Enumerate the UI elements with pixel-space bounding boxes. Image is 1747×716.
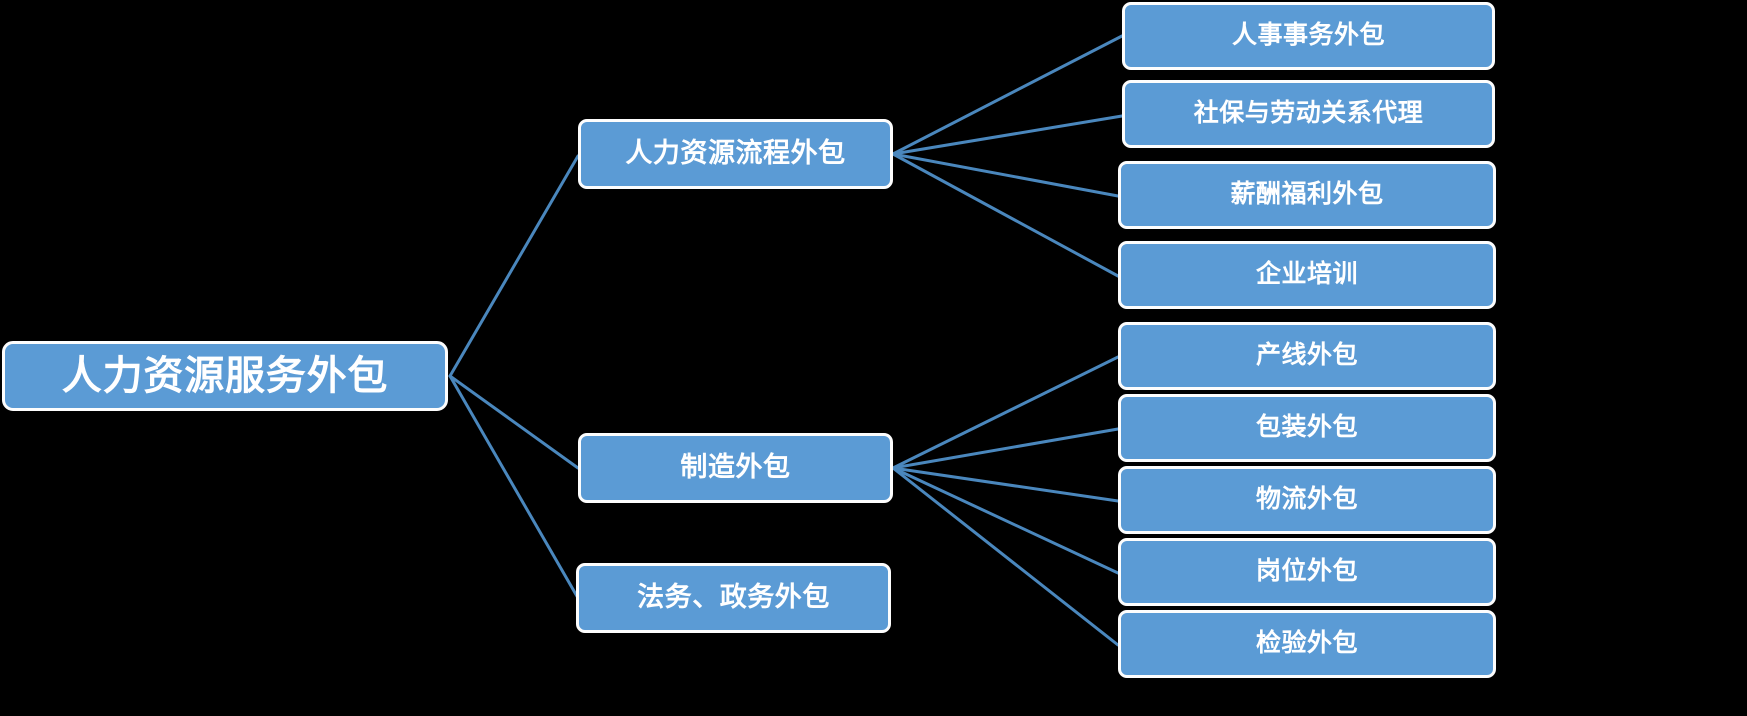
node-leaf-logistics-label: 物流外包	[1255, 485, 1358, 514]
node-leaf-position[interactable]: 岗位外包	[1118, 538, 1496, 606]
node-leaf-packaging-label: 包装外包	[1255, 413, 1358, 442]
connector-manufacturing-to-position	[891, 466, 1120, 575]
node-leaf-production-line[interactable]: 产线外包	[1118, 322, 1496, 390]
connector-manufacturing-to-logistics	[891, 466, 1120, 503]
node-branch-hr-process-label: 人力资源流程外包	[625, 138, 846, 169]
node-leaf-social-insurance-label: 社保与劳动关系代理	[1193, 99, 1424, 128]
connector-manufacturing-to-inspection	[891, 466, 1120, 647]
node-leaf-packaging[interactable]: 包装外包	[1118, 394, 1496, 462]
node-leaf-compensation[interactable]: 薪酬福利外包	[1118, 161, 1496, 229]
node-root[interactable]: 人力资源服务外包	[2, 341, 448, 411]
node-leaf-training[interactable]: 企业培训	[1118, 241, 1496, 309]
node-root-label: 人力资源服务外包	[61, 354, 389, 398]
node-branch-legal-government-label: 法务、政务外包	[637, 582, 830, 613]
connector-root-to-legal-government	[448, 374, 580, 600]
node-branch-legal-government[interactable]: 法务、政务外包	[576, 563, 891, 633]
node-leaf-hr-affairs-label: 人事事务外包	[1231, 21, 1385, 50]
node-leaf-position-label: 岗位外包	[1255, 557, 1358, 586]
connector-hr-process-to-hr-affairs	[891, 34, 1124, 156]
node-branch-manufacturing[interactable]: 制造外包	[578, 433, 893, 503]
node-leaf-production-line-label: 产线外包	[1255, 341, 1358, 370]
connector-manufacturing-to-production-line	[891, 355, 1120, 470]
connector-hr-process-to-training	[891, 152, 1120, 278]
node-leaf-inspection-label: 检验外包	[1255, 629, 1358, 658]
node-branch-manufacturing-label: 制造外包	[680, 452, 791, 483]
connector-root-to-manufacturing	[448, 374, 580, 470]
node-leaf-compensation-label: 薪酬福利外包	[1230, 180, 1384, 209]
node-branch-hr-process[interactable]: 人力资源流程外包	[578, 119, 893, 189]
node-leaf-training-label: 企业培训	[1255, 260, 1358, 289]
connector-root-to-hr-process	[448, 154, 580, 378]
node-leaf-inspection[interactable]: 检验外包	[1118, 610, 1496, 678]
node-leaf-hr-affairs[interactable]: 人事事务外包	[1122, 2, 1495, 70]
connector-manufacturing-to-packaging	[891, 427, 1120, 470]
connector-hr-process-to-social-insurance	[891, 114, 1124, 156]
node-leaf-social-insurance[interactable]: 社保与劳动关系代理	[1122, 80, 1495, 148]
connector-hr-process-to-compensation	[891, 152, 1120, 198]
node-leaf-logistics[interactable]: 物流外包	[1118, 466, 1496, 534]
